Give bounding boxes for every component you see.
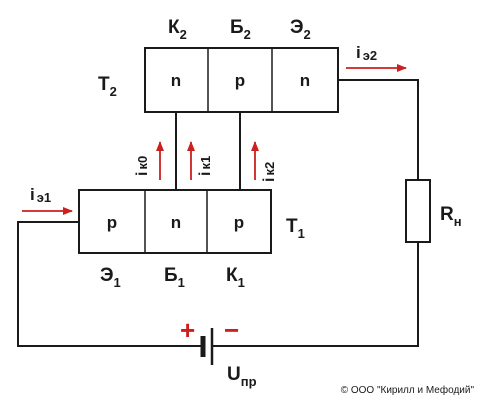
battery-minus: − [224, 315, 239, 345]
wire-load-to-battery [212, 242, 419, 347]
label-ik2: iк2 [261, 162, 278, 182]
t1-label-k: К1 [226, 265, 245, 290]
label-upr: Uпр [227, 364, 257, 389]
t1-cell-emitter: p [107, 213, 117, 232]
t1-cell-collector: p [234, 213, 244, 232]
transistor-t1: p n p Э1 Б1 К1 Т1 [78, 189, 305, 290]
label-ik0: iк0 [134, 156, 151, 176]
t2-label-k: К2 [168, 17, 187, 42]
load-resistor [405, 179, 431, 243]
copyright-text: © ООО "Кирилл и Мефодий" [341, 384, 475, 396]
t1-name: Т1 [286, 216, 305, 241]
t2-cell-base: p [235, 71, 245, 90]
label-ik1: iк1 [197, 156, 214, 176]
t2-cell-collector: n [171, 71, 181, 90]
t1-label-b: Б1 [164, 265, 185, 290]
wire-e2-to-load [338, 79, 419, 180]
t1-label-e: Э1 [100, 265, 121, 290]
transistor-t2: n p n К2 Б2 Э2 Т2 [98, 17, 339, 113]
t2-label-b: Б2 [230, 17, 251, 42]
wire-battery-to-e1 [17, 221, 203, 347]
t1-cell-base: n [171, 213, 181, 232]
t2-cell-emitter: n [300, 71, 310, 90]
battery-plus: + [180, 315, 195, 345]
t2-label-e: Э2 [290, 17, 311, 42]
t2-name: Т2 [98, 74, 117, 99]
label-rn: Rн [440, 204, 462, 229]
